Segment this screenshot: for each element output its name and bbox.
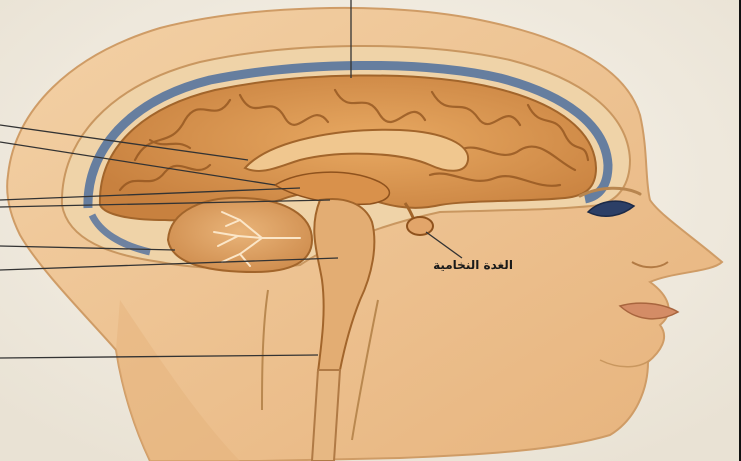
spinal-cord [312,370,340,461]
pituitary-gland-label: الغدة النخامية [418,258,528,272]
pituitary-gland [407,217,433,235]
